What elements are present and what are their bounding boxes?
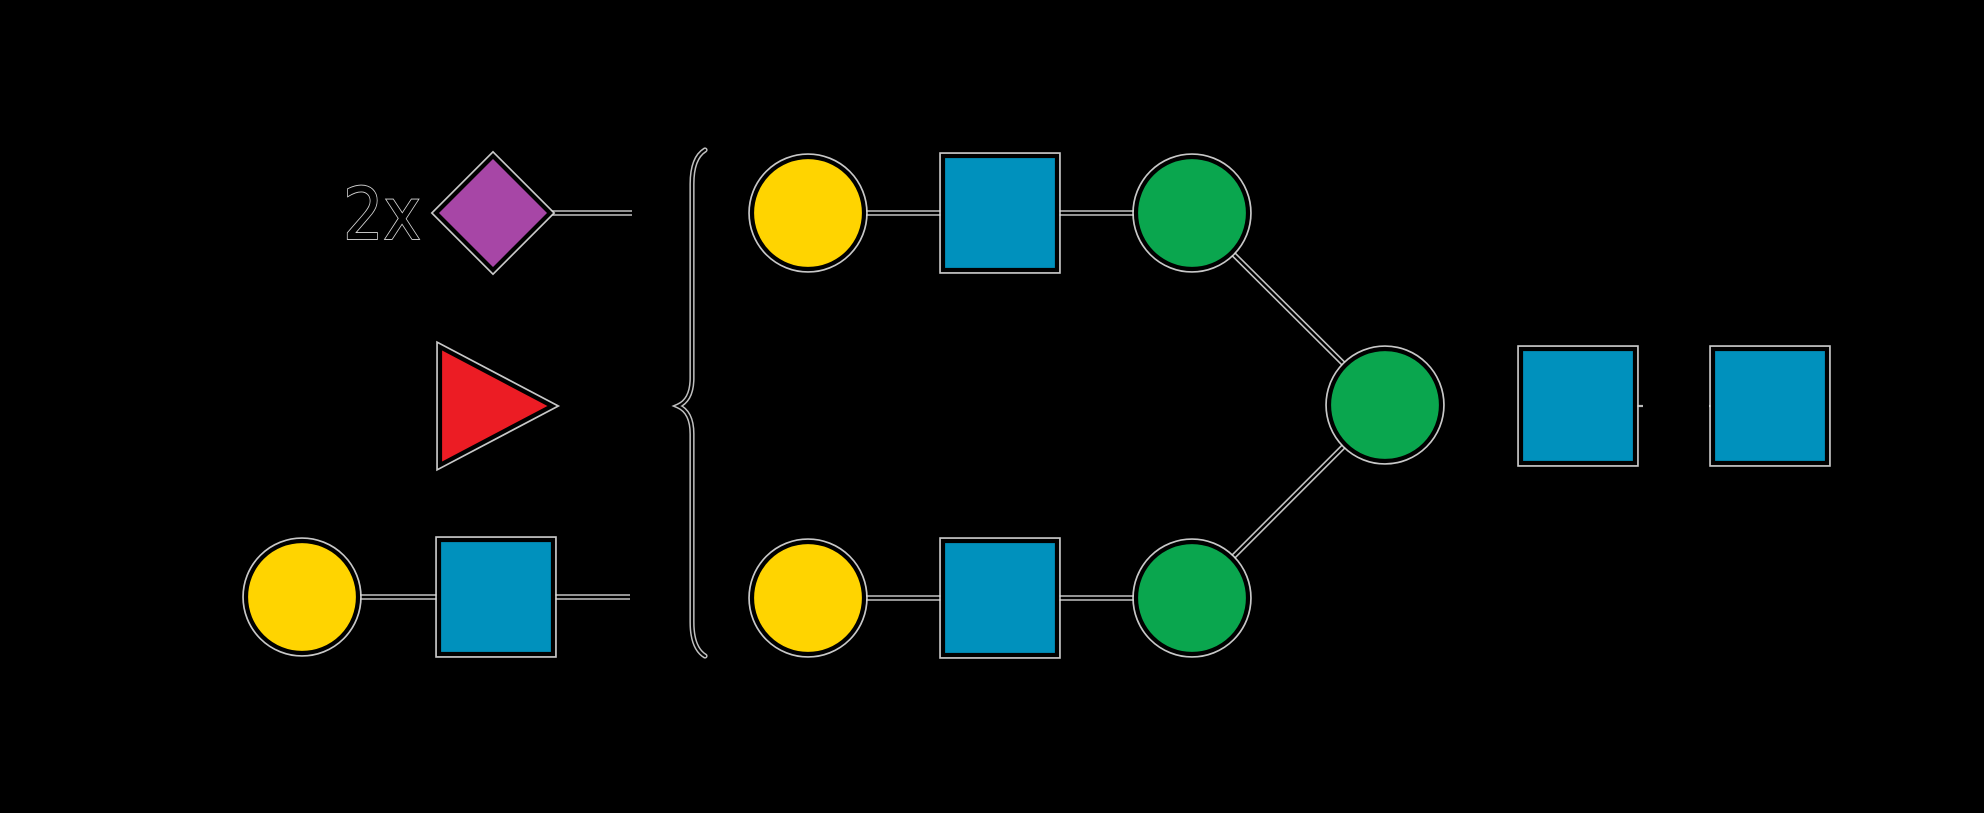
square-shape [1710,346,1830,466]
brace-layer [671,147,708,659]
triangle-shape [437,343,557,469]
glcnac-square-bottom [939,537,1061,659]
glcnac-square-top [939,152,1061,274]
mannose-circle-top [1132,153,1252,273]
label-layer: 2x [342,171,422,257]
glcnac-square-core-2 [1709,345,1831,467]
circle-shape [243,538,361,656]
fucose-triangle [436,340,561,472]
galactose-circle-left [242,537,362,657]
square-shape [1518,346,1638,466]
circle-shape [1133,539,1251,657]
galactose-circle-bottom [748,538,868,658]
mannose-circle-core [1325,345,1445,465]
nodes-layer [242,150,1831,659]
circle-shape [1133,154,1251,272]
circle-shape [1326,346,1444,464]
neu5ac-diamond [430,150,556,276]
circle-shape [749,154,867,272]
galactose-circle-top [748,153,868,273]
glcnac-square-core-1 [1517,345,1639,467]
square-shape [940,153,1060,273]
square-shape [940,538,1060,658]
curly-brace [671,147,708,659]
circle-shape [749,539,867,657]
multiplier-label: 2x [343,172,421,256]
mannose-circle-bottom [1132,538,1252,658]
glcnac-square-left [435,536,557,658]
curly-brace-core [675,148,707,658]
diamond-shape [433,153,553,273]
square-shape [436,537,556,657]
